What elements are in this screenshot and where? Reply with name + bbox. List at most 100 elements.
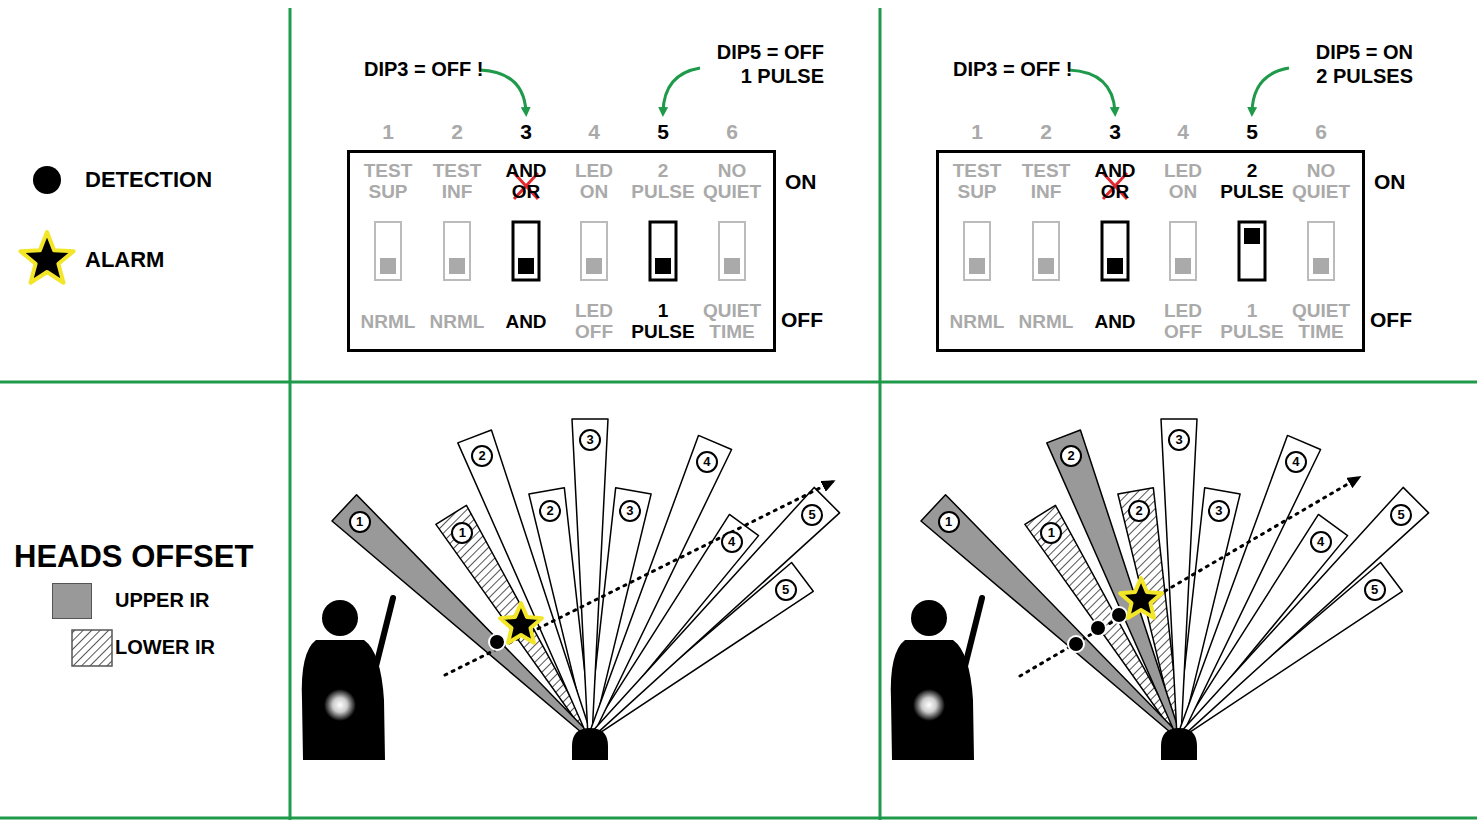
dip-switch	[513, 222, 539, 280]
detection-dot	[33, 166, 61, 194]
switch-knob	[655, 258, 671, 274]
switch-label: AND	[1081, 312, 1149, 333]
alarm-star	[1120, 578, 1162, 618]
intruder-figure	[302, 598, 393, 760]
detection-dot	[1068, 636, 1084, 652]
switch-label: NRML	[1012, 312, 1080, 333]
callout-number: 2	[471, 445, 493, 467]
switch-label: NO QUIET	[698, 161, 766, 203]
callout-arrow	[1252, 68, 1289, 112]
alarm-star	[500, 603, 542, 643]
dip-callout: DIP3 = OFF !	[364, 58, 483, 80]
switch-knob	[1313, 258, 1329, 274]
callout-number: 5	[775, 579, 797, 601]
legend-heading: HEADS OFFSET	[14, 540, 253, 574]
sensor-head	[1161, 728, 1197, 760]
legend-label: ALARM	[85, 248, 164, 272]
switch-number: 1	[962, 120, 992, 143]
dip-switch	[1170, 222, 1196, 280]
legend-swatch	[52, 583, 92, 619]
upper-beam	[572, 419, 608, 737]
switch-label: NRML	[943, 312, 1011, 333]
upper-beam	[1177, 435, 1320, 737]
dip-switch-box: TEST SUPTEST INFAND ORLED ON2 PULSENO QU…	[347, 150, 776, 352]
dip-callout: DIP5 = ON 2 PULSES	[1309, 40, 1413, 88]
switch-number: 6	[1306, 120, 1336, 143]
switch-knob	[380, 258, 396, 274]
switch-label: TEST INF	[1012, 161, 1080, 203]
dip-switch	[964, 222, 990, 280]
switch-knob	[969, 258, 985, 274]
switch-knob	[1175, 258, 1191, 274]
callout-number: 1	[451, 522, 473, 544]
legend-label: UPPER IR	[115, 589, 209, 611]
grid-line	[0, 817, 1477, 820]
switch-knob	[586, 258, 602, 274]
switch-number: 4	[579, 120, 609, 143]
callout-number: 1	[349, 511, 371, 533]
dip-switch	[1033, 222, 1059, 280]
dip-switch	[1308, 222, 1334, 280]
callout-arrow	[1069, 70, 1115, 112]
switch-label: AND	[492, 312, 560, 333]
intruder-path	[445, 482, 832, 675]
switch-label: 2 PULSE	[1218, 161, 1286, 203]
grid-line	[289, 8, 292, 820]
dip-callout: DIP5 = OFF 1 PULSE	[702, 40, 824, 88]
callout-number: 5	[1364, 579, 1386, 601]
switch-number: 2	[442, 120, 472, 143]
legend-label: DETECTION	[85, 168, 212, 192]
position-label: OFF	[781, 308, 823, 331]
position-label: ON	[1374, 170, 1406, 193]
callout-number: 1	[938, 511, 960, 533]
dip-switch	[650, 222, 676, 280]
callout-number: 2	[1060, 445, 1082, 467]
callout-number: 5	[801, 504, 823, 526]
callout-arrow	[480, 70, 526, 112]
switch-number: 4	[1168, 120, 1198, 143]
callout-number: 1	[1040, 522, 1062, 544]
switch-number: 6	[717, 120, 747, 143]
switch-knob	[1038, 258, 1054, 274]
callout-arrow	[663, 68, 700, 112]
upper-beam	[458, 430, 592, 738]
sensor-head	[572, 728, 608, 760]
upper-beam	[1047, 430, 1181, 738]
dip-callout: DIP3 = OFF !	[953, 58, 1072, 80]
legend-label: LOWER IR	[115, 636, 215, 658]
dip-switch	[375, 222, 401, 280]
position-label: ON	[785, 170, 817, 193]
switch-label: LED ON	[1149, 161, 1217, 203]
switch-label: TEST INF	[423, 161, 491, 203]
dip-switch	[444, 222, 470, 280]
switch-knob	[518, 258, 534, 274]
dip-switch	[1239, 222, 1265, 280]
grid-line	[0, 381, 1477, 384]
switch-knob	[1244, 228, 1260, 244]
switch-label: 2 PULSE	[629, 161, 697, 203]
position-label: OFF	[1370, 308, 1412, 331]
callout-number: 5	[1390, 504, 1412, 526]
switch-number: 2	[1031, 120, 1061, 143]
switch-label: 1 PULSE	[629, 301, 697, 343]
upper-beam	[588, 435, 731, 737]
upper-beam	[589, 487, 840, 738]
callout-number: 4	[721, 531, 743, 553]
switch-label: LED OFF	[1149, 301, 1217, 343]
switch-knob	[1107, 258, 1123, 274]
switch-label: NO QUIET	[1287, 161, 1355, 203]
switch-number: 5	[648, 120, 678, 143]
switch-number: 1	[373, 120, 403, 143]
intruder-path	[1020, 478, 1358, 676]
callout-number: 3	[579, 429, 601, 451]
intruder-figure	[891, 598, 982, 760]
upper-beam	[1178, 487, 1429, 738]
detection-dot	[489, 634, 505, 650]
switch-number: 5	[1237, 120, 1267, 143]
switch-label: NRML	[354, 312, 422, 333]
switch-label: LED ON	[560, 161, 628, 203]
switch-label: 1 PULSE	[1218, 301, 1286, 343]
callout-number: 4	[696, 451, 718, 473]
detection-dot	[1090, 620, 1106, 636]
dip-switch	[719, 222, 745, 280]
